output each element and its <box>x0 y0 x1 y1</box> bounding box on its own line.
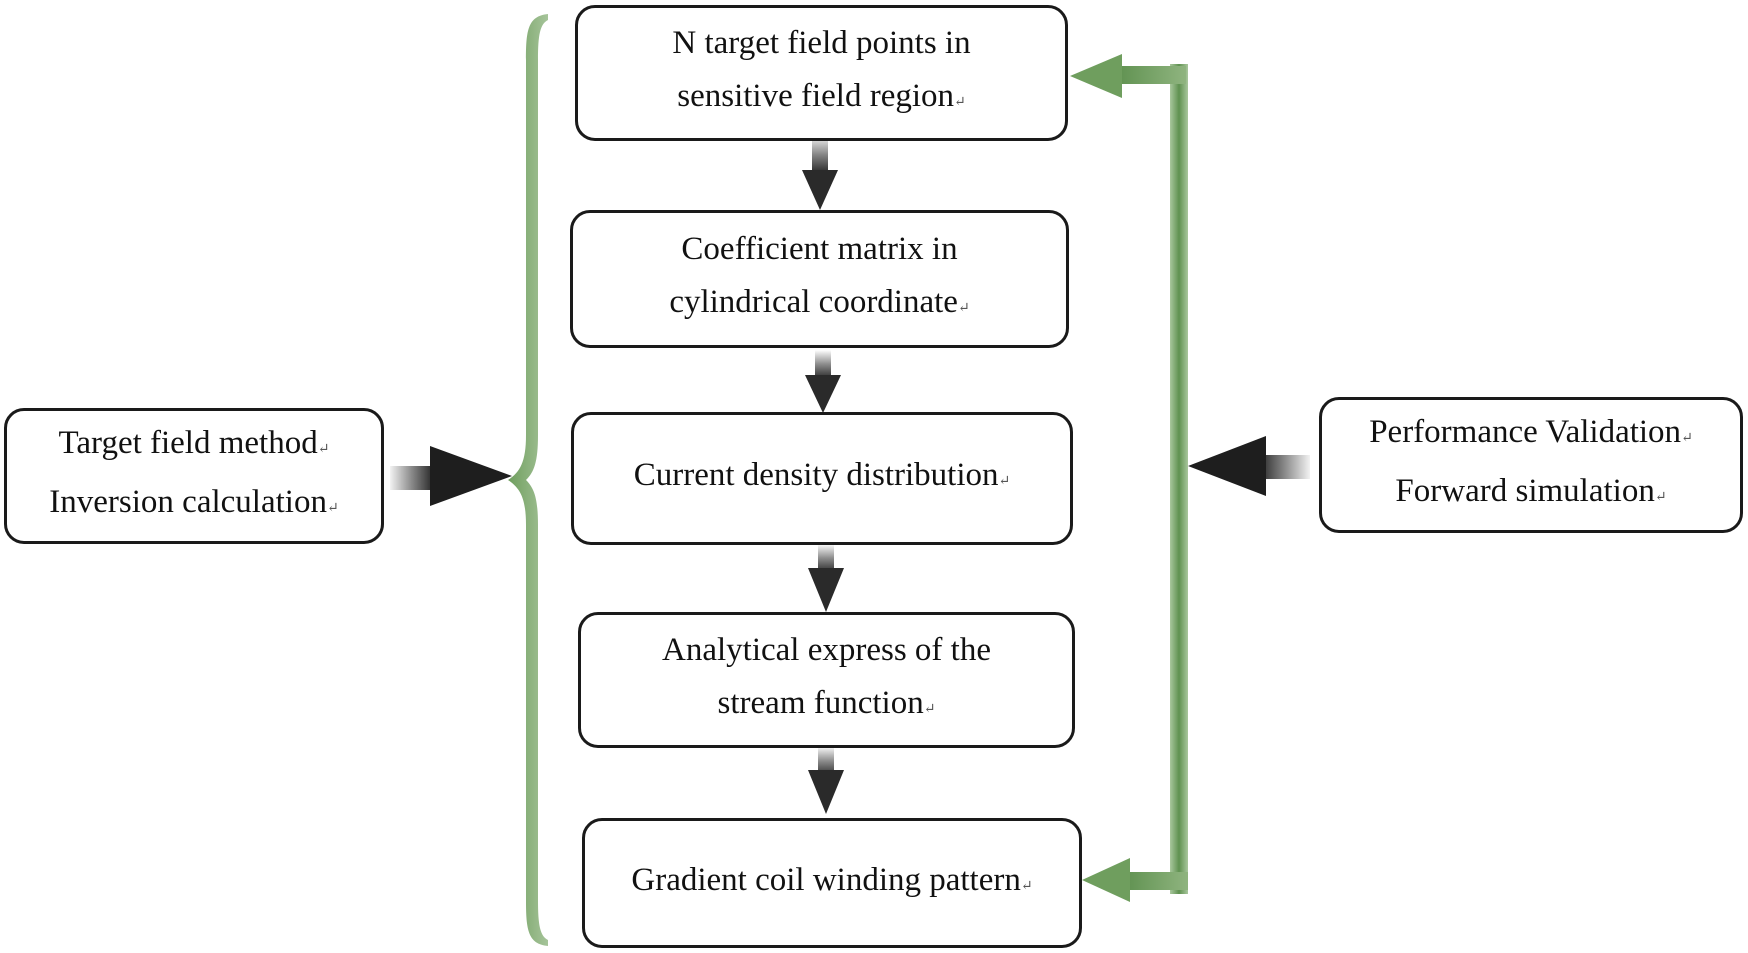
input-arrow-left <box>390 446 512 506</box>
flow-arrow-4 <box>808 746 844 814</box>
step-coefficient-matrix: Coefficient matrix in cylindrical coordi… <box>570 210 1069 348</box>
paragraph-mark-icon: ↵ <box>998 474 1011 489</box>
step-2-line-1: Coefficient matrix in <box>681 231 958 267</box>
step-2-line-2: cylindrical coordinate <box>669 284 958 320</box>
paragraph-mark-icon: ↵ <box>923 702 936 717</box>
right-box-line-2: Forward simulation <box>1395 473 1655 509</box>
left-box-line-2: Inversion calculation <box>49 484 327 520</box>
step-winding-pattern: Gradient coil winding pattern↵ <box>582 818 1082 948</box>
right-box-line-1: Performance Validation <box>1369 414 1682 450</box>
paragraph-mark-icon: ↵ <box>317 442 330 457</box>
step-1-line-2: sensitive field region <box>677 78 955 114</box>
flow-arrow-1 <box>802 134 838 210</box>
paragraph-mark-icon: ↵ <box>326 501 339 516</box>
feedback-bar <box>1170 64 1188 894</box>
feedback-arrow-bottom <box>1082 858 1188 902</box>
step-target-field-points: N target field points in sensitive field… <box>575 5 1068 141</box>
paragraph-mark-icon: ↵ <box>1020 878 1033 894</box>
step-current-density: Current density distribution↵ <box>571 412 1073 545</box>
paragraph-mark-icon: ↵ <box>1654 490 1667 505</box>
performance-validation-box: Performance Validation↵ Forward simulati… <box>1319 397 1743 533</box>
left-curly-bracket <box>508 14 548 946</box>
flow-arrow-3 <box>808 544 844 612</box>
input-arrow-right <box>1188 436 1310 496</box>
step-4-line-2: stream function <box>717 685 924 721</box>
step-5-line-1: Gradient coil winding pattern <box>631 861 1021 898</box>
step-1-line-1: N target field points in <box>672 25 971 61</box>
step-4-line-1: Analytical express of the <box>662 632 991 668</box>
step-3-line-1: Current density distribution <box>633 457 999 493</box>
paragraph-mark-icon: ↵ <box>957 301 970 316</box>
left-box-line-1: Target field method <box>58 425 318 461</box>
flow-arrow-2 <box>805 350 841 413</box>
paragraph-mark-icon: ↵ <box>954 95 966 110</box>
target-field-method-box: Target field method↵ Inversion calculati… <box>4 408 384 544</box>
paragraph-mark-icon: ↵ <box>1681 431 1693 446</box>
step-stream-function: Analytical express of the stream functio… <box>578 612 1075 748</box>
feedback-arrow-top <box>1070 54 1186 98</box>
